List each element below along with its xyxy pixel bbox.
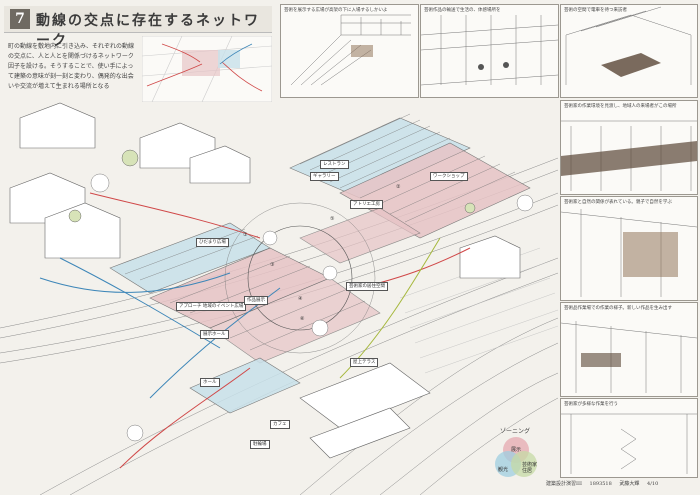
perspective-panel-7: 芸術家が多様な作業を行う — [560, 398, 698, 478]
label-hidamari: ひだまり広場 — [196, 238, 229, 247]
panel-caption: 芸術品作業場での作業の様子。新しい作品を生み出す — [564, 306, 672, 311]
marker-1: ① — [243, 232, 248, 238]
label-hall: 展示ホール — [200, 330, 229, 339]
label-atelier: アトリエ工房 — [350, 200, 383, 209]
footer-id: 1893518 — [589, 481, 612, 487]
marker-2: ② — [396, 184, 401, 190]
intro-text: 町の動線を敷地内に引き込み、それぞれの動線の交点に、人と人とを関係づけるネットワ… — [8, 43, 135, 90]
zone-label-artist: 芸術家 住居 — [522, 462, 538, 474]
marker-6: ⑥ — [300, 316, 305, 322]
label-terrace: 屋上テラス — [350, 358, 379, 367]
perspective-panel-6: 芸術品作業場での作業の様子。新しい作品を生み出す — [560, 302, 698, 397]
title-block: 7 動線の交点に存在するネットワーク — [4, 6, 272, 49]
label-gallery: ギャラリー — [310, 172, 339, 181]
zoning-venn — [495, 437, 537, 477]
zone-label-exhibit: 展示 — [511, 447, 522, 453]
footer-course: 建築設計演習III — [546, 481, 582, 487]
label-workshop: ワークショップ — [430, 172, 468, 181]
panel-caption: 芸術家の作業環境を見渡し、地域人の来場者がこの場所 — [564, 104, 677, 109]
footer: 建築設計演習III 1893518 武藤大輝 4/10 — [546, 480, 664, 487]
panel-sketch — [561, 321, 697, 393]
panel-sketch — [290, 14, 411, 86]
panel-sketch — [561, 209, 697, 297]
marker-4: ④ — [298, 296, 303, 302]
axonometric-drawing — [0, 102, 558, 495]
marker-3: ③ — [270, 262, 275, 268]
label-bike: 駐輪場 — [250, 440, 270, 449]
label-approach: アプローチ 地域のイベント広場 — [176, 302, 247, 311]
panel-caption: 芸術家が多様な作業を行う — [564, 402, 618, 407]
panel-caption: 芸術を展示する広場が高架の下に入場するしかいよ — [284, 8, 388, 13]
zoning-diagram: ゾーニング 展示 観光 芸術家 住居 — [484, 420, 548, 490]
perspective-panel-2: 芸術作品の輸送で生活の、体感場所を — [420, 4, 559, 98]
page-title: 動線の交点に存在するネットワーク — [36, 13, 260, 49]
perspective-panel-1: 芸術を展示する広場が高架の下に入場するしかいよ — [280, 4, 419, 98]
panel-sketch — [561, 413, 697, 474]
perspective-panel-5: 芸術家と自然の関係が表れている。親子で自然を学ぶ — [560, 196, 698, 301]
panel-sketch — [565, 6, 692, 85]
perspective-panel-3: 芸術の空間で電車を待つ来訪者 — [560, 4, 698, 98]
site-map — [142, 36, 272, 102]
panel-sketch — [561, 120, 697, 191]
label-cafe: カフェ — [270, 420, 290, 429]
zoning-title: ゾーニング — [500, 428, 531, 435]
marker-5: ⑤ — [330, 216, 335, 222]
footer-name: 武藤大輝 — [619, 481, 640, 487]
panel-sketch — [421, 15, 558, 86]
panel-caption: 芸術家と自然の関係が表れている。親子で自然を学ぶ — [564, 200, 672, 205]
panel-caption: 芸術作品の輸送で生活の、体感場所を — [424, 8, 501, 13]
panel-caption: 芸術の空間で電車を待つ来訪者 — [564, 8, 627, 13]
zone-label-tourism: 観光 — [498, 467, 509, 473]
label-residence: 芸術家の居住空間 — [346, 282, 388, 291]
label-exhibit: 作品展示 — [244, 296, 268, 305]
perspective-panel-4: 芸術家の作業環境を見渡し、地域人の来場者がこの場所 — [560, 100, 698, 195]
footer-page: 4/10 — [647, 481, 659, 487]
title-number: 7 — [10, 9, 30, 29]
label-hall2: ホール — [200, 378, 220, 387]
label-restaurant: レストラン — [320, 160, 349, 169]
